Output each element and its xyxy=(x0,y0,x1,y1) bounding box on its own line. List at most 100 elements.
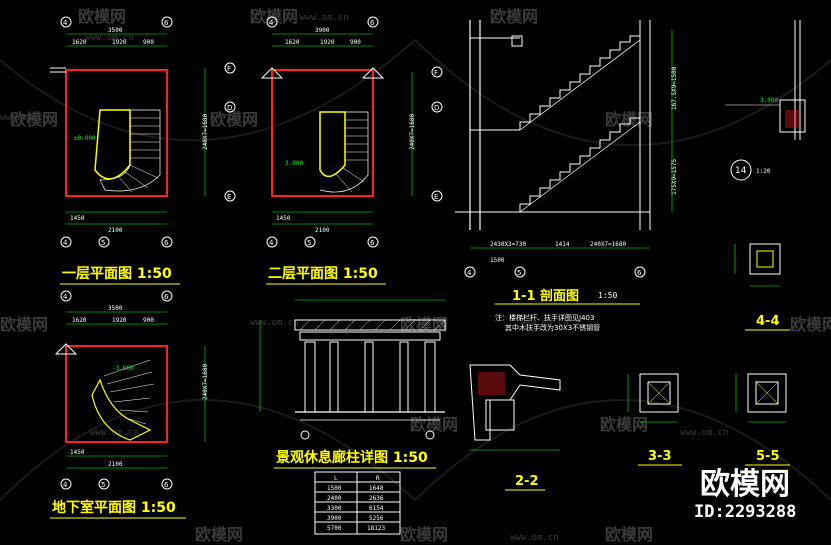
dimension-text: 1620 xyxy=(72,317,87,324)
dimension-text: 240X7=1680 xyxy=(409,113,416,150)
watermark-brand: 欧模网 xyxy=(600,415,648,434)
table-cell: 18123 xyxy=(367,525,385,532)
axis-bubble xyxy=(60,16,72,28)
brand-name: 欧模网 xyxy=(700,467,790,502)
watermark-url: www.om.cn xyxy=(250,318,299,328)
drawing-title: 2-2 xyxy=(515,474,539,489)
watermark-brand: 欧模网 xyxy=(790,315,831,334)
axis-label: 6 xyxy=(370,239,375,247)
stair-walls xyxy=(65,69,168,197)
watermark-brand: 欧模网 xyxy=(605,110,653,129)
axis-label: 4 xyxy=(269,239,274,247)
watermark-brand: 欧模网 xyxy=(250,7,298,26)
watermark-url: www.om.cn xyxy=(300,13,349,23)
table-header: L xyxy=(334,475,338,482)
watermark-url: www.om.cn xyxy=(90,428,139,438)
axis-label: 4 xyxy=(63,293,68,301)
table-cell: 3300 xyxy=(327,505,342,512)
axis-label: 6 xyxy=(637,269,642,277)
elevation-text: 3.000 xyxy=(285,160,303,167)
dimension-text: 167.5X9=1500 xyxy=(671,66,678,110)
axis-label: 6 xyxy=(164,19,169,27)
dimension-text: 1450 xyxy=(276,215,291,222)
detail-14: 3.000 14 1:20 xyxy=(725,20,806,181)
table-cell: 1500 xyxy=(327,485,342,492)
axis-label: E xyxy=(227,193,231,201)
watermark-url: www.om.cn xyxy=(0,113,49,123)
drawing-title: 3-3 xyxy=(648,449,672,464)
stair-treads xyxy=(117,117,160,193)
axis-label: 6 xyxy=(164,239,169,247)
drawing-title: 景观休息廊柱详图 1:50 xyxy=(276,449,428,466)
table-cell: 3900 xyxy=(327,515,342,522)
watermark-url: www.om.cn xyxy=(520,318,569,328)
stair-well xyxy=(94,109,131,180)
table-cell: 1648 xyxy=(369,485,384,492)
watermark-url: www.om.cn xyxy=(680,428,729,438)
lr-table: L R 1500 1648 2400 2636 3300 6154 3900 5… xyxy=(314,471,401,535)
axis-label: 5 xyxy=(517,269,521,277)
elevation-text: 3.000 xyxy=(760,97,778,104)
dimension-text: 2430X3=730 xyxy=(490,241,527,248)
axis-label: 5 xyxy=(101,239,105,247)
axis-label: 4 xyxy=(467,269,472,277)
axis-label: 5 xyxy=(101,481,105,489)
axis-label: 5 xyxy=(307,239,311,247)
section-2-2: 2-2 xyxy=(469,364,561,491)
elevation-text: ±0.000 xyxy=(74,135,96,142)
axis-bubble xyxy=(161,16,173,28)
dimension-text: 1620 xyxy=(72,39,87,46)
stair-flight-lower xyxy=(519,117,640,212)
roof-hatch xyxy=(299,319,446,331)
dimension-text: 2100 xyxy=(108,461,123,468)
watermark-brand: 欧模网 xyxy=(210,110,258,129)
watermark-brand: 欧模网 xyxy=(10,110,58,129)
watermark-brand: 欧模网 xyxy=(490,7,538,26)
pavilion-column-detail: 景观休息廊柱详图 1:50 L R 1500 1648 2400 2636 33… xyxy=(259,299,446,535)
dimension-text: 1620 xyxy=(285,39,300,46)
drawing-title: 4-4 xyxy=(756,314,780,329)
dimension-text: 3500 xyxy=(108,305,123,312)
watermark-brand: 欧模网 xyxy=(0,315,48,334)
note-line: 其中木扶手改为30X3不锈钢管 xyxy=(505,323,600,332)
table-cell: 6154 xyxy=(369,505,384,512)
drawing-title: 5-5 xyxy=(756,449,780,464)
dimension-text: 240X7=1680 xyxy=(202,363,209,400)
dimension-text: 3900 xyxy=(315,27,330,34)
table-cell: 5700 xyxy=(327,525,342,532)
dimension-text: 1920 xyxy=(112,39,127,46)
stair-flight-upper xyxy=(519,35,640,130)
axis-label: 4 xyxy=(63,481,68,489)
dimension-text: 1414 xyxy=(555,241,570,248)
dimension-text: 2100 xyxy=(315,227,330,234)
axis-label: F xyxy=(434,69,438,77)
watermark-brand: 欧模网 xyxy=(400,525,448,544)
table-cell: 2400 xyxy=(327,495,342,502)
axis-label: 4 xyxy=(269,19,274,27)
dimension-text: 900 xyxy=(143,317,154,324)
dimension-text: 900 xyxy=(350,39,361,46)
dimension-text: 1450 xyxy=(70,215,85,222)
axis-label: F xyxy=(227,65,231,73)
floor2-plan: 4 6 3900 1620 1920 900 3.000 F D E 240X7… xyxy=(260,16,443,285)
axis-label: E xyxy=(434,193,438,201)
drawing-scale: 1:50 xyxy=(598,291,617,300)
dimension-text: 240X7=1680 xyxy=(590,241,627,248)
detail-bubble xyxy=(730,159,752,181)
section-1-1: 167.5X9=1500 175X9=1575 2430X3=730 1414 … xyxy=(455,20,678,332)
detail-number: 14 xyxy=(735,166,747,176)
drawing-title: 地下室平面图 1:50 xyxy=(52,499,176,516)
drawing-scale: 1:20 xyxy=(756,168,771,175)
section-3-3: 3-3 xyxy=(627,373,682,466)
dimension-text: 2100 xyxy=(108,227,123,234)
basement-plan: 4 6 3500 1620 1920 900 -3.000 240X7=1680… xyxy=(50,290,209,519)
axis-label: 4 xyxy=(63,239,68,247)
brand-logo: 欧模网 ID:2293288 xyxy=(694,467,796,522)
dimension-text: 1920 xyxy=(112,317,127,324)
axis-label: 4 xyxy=(63,19,68,27)
brand-id: ID:2293288 xyxy=(694,502,796,522)
dimension-text: 900 xyxy=(143,39,154,46)
dimension-text: 3500 xyxy=(108,27,123,34)
dimension-text: 1450 xyxy=(70,449,85,456)
